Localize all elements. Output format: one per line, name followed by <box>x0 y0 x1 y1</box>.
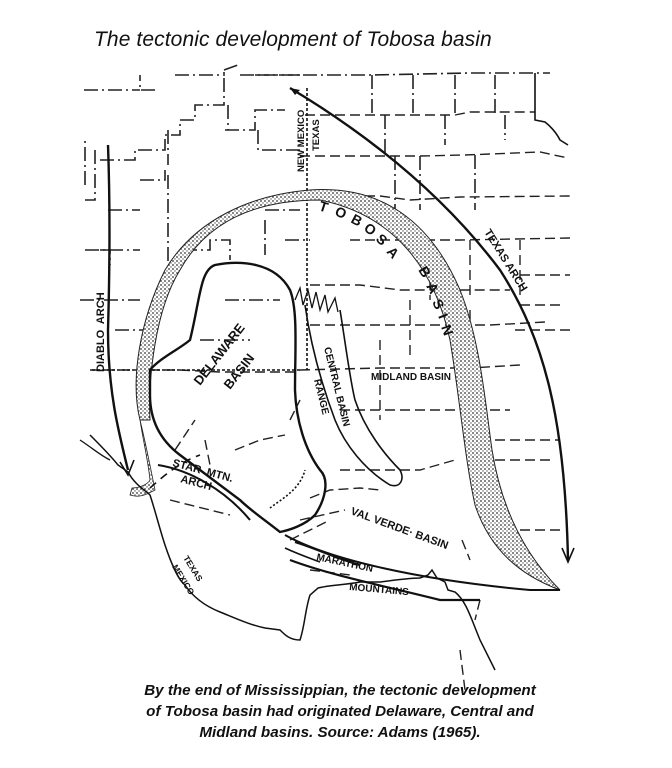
marathon-front-lower <box>284 547 321 563</box>
label-diablo-arch: DIABLO ARCH <box>95 292 107 372</box>
label-texas-arch: TEXAS ARCH <box>481 227 529 294</box>
diablo-arch-arrowhead <box>119 459 135 477</box>
label-tobosa-s: S <box>373 230 391 248</box>
county-boundaries <box>80 64 571 691</box>
state-line-nm-tx <box>90 88 308 371</box>
texas-arch-arrowhead <box>561 547 575 565</box>
label-tobosa-b: B <box>349 211 365 230</box>
label-basin-i: I <box>435 311 451 321</box>
figure-caption: By the end of Mississippian, the tectoni… <box>110 680 570 743</box>
central-basin-zigzag <box>294 285 339 315</box>
caption-line-2: of Tobosa basin had originated Delaware,… <box>146 703 534 720</box>
border-west <box>79 439 111 461</box>
star-mtn-arch-line <box>157 464 251 521</box>
delaware-edge-texture <box>269 469 306 509</box>
caption-line-3: Midland basins. Source: Adams (1965). <box>199 724 481 741</box>
central-basin-platform <box>304 304 403 487</box>
star-mtn-dashed <box>149 454 201 489</box>
label-mountains: MOUNTAINS <box>349 582 410 598</box>
diablo-arch-line <box>106 144 130 471</box>
label-tobosa-a: A <box>384 243 403 261</box>
label-midland-basin: MIDLAND BASIN <box>371 372 451 383</box>
label-texas-state: TEXAS <box>311 119 322 151</box>
delaware-basin-outline <box>148 261 327 534</box>
rio-grande-border <box>89 434 496 671</box>
marathon-front-upper <box>294 540 361 567</box>
figure-title: The tectonic development of Tobosa basin <box>94 28 492 51</box>
texas-arch-line <box>289 86 570 561</box>
caption-line-1: By the end of Mississippian, the tectoni… <box>144 682 536 699</box>
diablo-stipple <box>129 419 156 497</box>
label-tobosa-o: O <box>333 203 349 222</box>
label-val-verde-basin: VAL VERDE· BASIN <box>349 506 450 552</box>
label-new-mexico: NEW MEXICO <box>296 110 307 172</box>
